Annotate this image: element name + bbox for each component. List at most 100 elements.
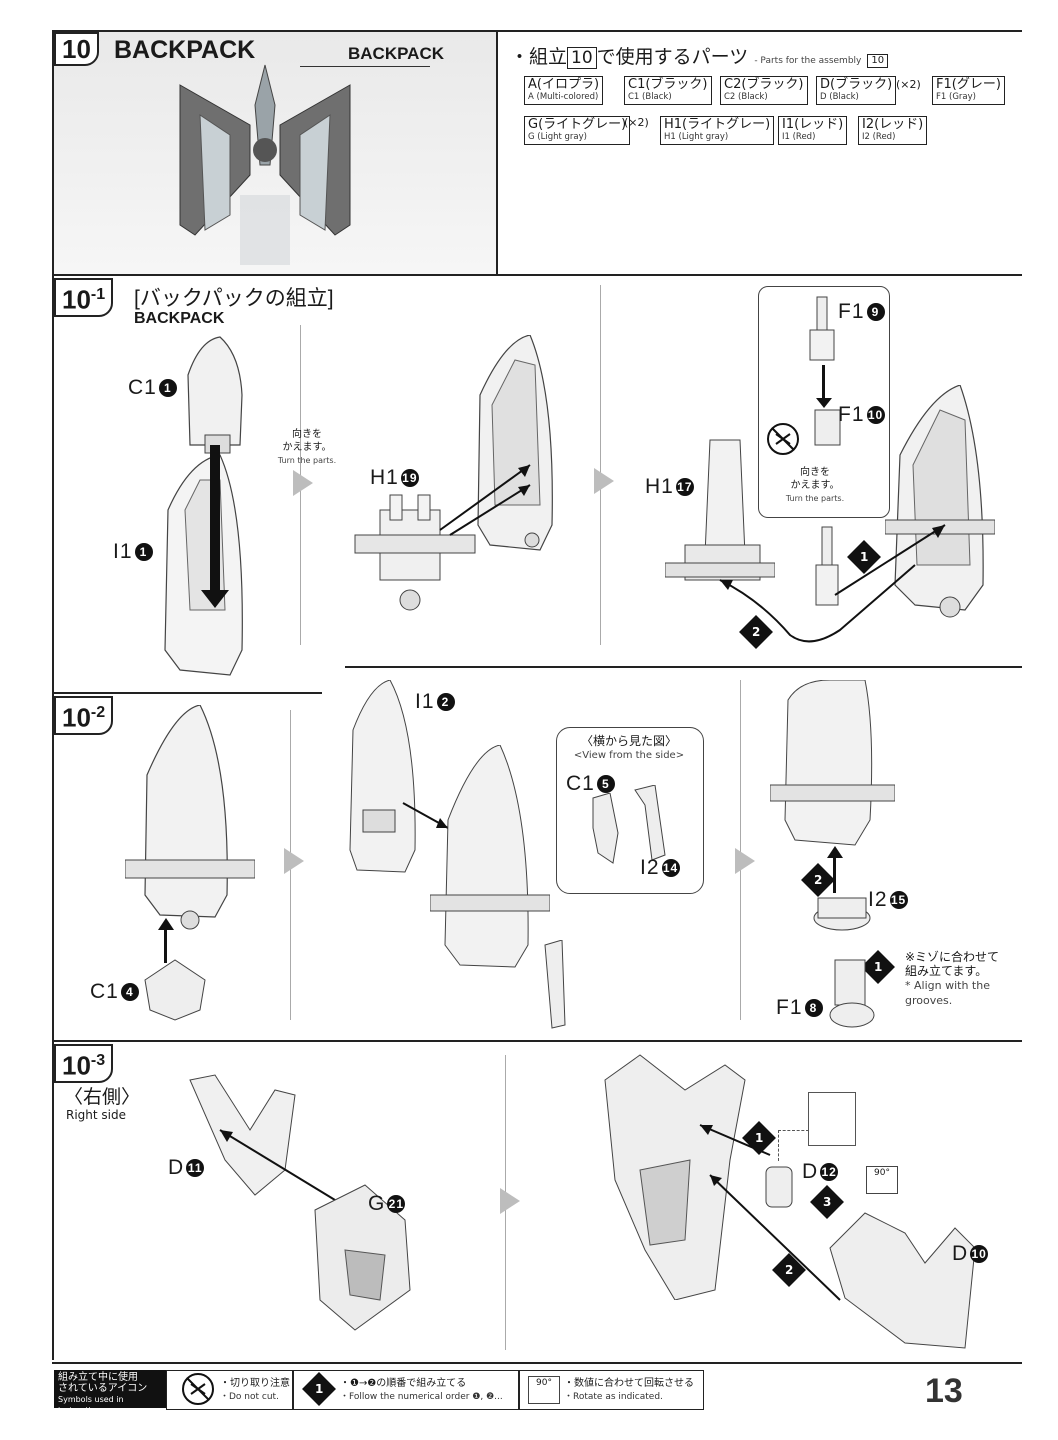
part-h1-17-shape [665,439,775,581]
part-box: D(ブラック)D (Black) [816,76,897,105]
detail-inset [808,1092,856,1146]
part-box-en: C1 (Black) [628,92,672,102]
part-box-jp: H1(ライトグレー) [664,117,771,132]
step-10-1-subtitle: BACKPACK [134,310,225,327]
part-i2-plate [544,940,566,1029]
page-number: 13 [925,1372,963,1410]
side-label-en: Right side [66,1108,126,1122]
next-arrow [594,468,614,494]
section-divider-3 [52,1040,1022,1042]
frame-left-line [52,30,54,1360]
figure-label: BACKPACK [348,44,445,63]
section-divider-2b [345,666,1022,668]
part-box: H1(ライトグレー)H1 (Light gray) [660,116,775,145]
order-marker-2: 2 [739,615,773,649]
part-box-en: H1 (Light gray) [664,132,729,142]
part-backpack-body-2 [430,745,550,968]
part-multiplier: (×2) [624,116,649,129]
part-f1-10-shape [814,409,841,446]
part-box-jp: C2(ブラック) [724,77,804,92]
part-assembled-side [604,1054,746,1300]
part-box-jp: F1(グレー) [936,77,1001,92]
part-box: G(ライトグレー)G (Light gray) [524,116,631,145]
next-arrow [293,470,313,496]
part-box-en: D (Black) [820,92,859,102]
part-i1-shell [477,335,553,551]
order-marker-1: 1 [847,540,881,574]
legend-title: 組み立て中に使用 されているアイコン Symbols used in instr… [54,1370,166,1415]
legend-item-do-not-cut [166,1370,294,1410]
insert-arrow [210,445,220,595]
part-box: F1(グレー)F1 (Gray) [932,76,1005,105]
part-f1-9-shape [809,296,835,361]
figure-label-leader [300,66,430,67]
part-box: C1(ブラック)C1 (Black) [624,76,712,105]
part-h1-19-shape [354,494,476,611]
part-g-21-shape [314,1184,411,1331]
part-box-en: G (Light gray) [528,132,587,142]
order-marker-1: 1 [742,1121,776,1155]
part-box: A(イロプラ)A (Multi-colored) [524,76,604,105]
up-arrow [833,855,836,893]
part-f1-assembled [815,526,839,606]
part-box-jp: I2(レッド) [862,117,924,132]
part-d-11-shape [189,1074,296,1196]
part-d-12-shape [765,1166,793,1208]
part-box-en: F1 (Gray) [936,92,976,102]
up-arrow [164,928,167,963]
side-label: 〈右側〉 [64,1087,141,1108]
assembly-arrows [219,1129,336,1201]
down-arrow-head [816,398,832,408]
legend-item-order [292,1370,520,1410]
step-10-1-number: 10-1 [54,278,114,317]
next-arrow [500,1188,520,1214]
do-not-cut-icon [767,423,799,455]
section-divider-1 [52,274,1022,276]
next-arrow [735,848,755,874]
legend-text-do-not-cut: ・切り取り注意・Do not cut. [220,1378,290,1402]
part-box: I1(レッド)I1 (Red) [778,116,848,145]
footer-divider [52,1362,1022,1364]
part-box-jp: C1(ブラック) [628,77,708,92]
step-10-number: 10 [54,32,99,66]
insert-arrow-head [201,590,229,608]
order-icon: 1 [302,1372,336,1406]
assembly-arrow [402,802,449,829]
groove-note: ※ミゾに合わせて 組み立てます。* Align with the grooves… [905,950,1000,1007]
part-box-en: C2 (Black) [724,92,768,102]
part-c1-5-shape [592,793,619,864]
side-view-title: 〈横から見た図〉<View from the side> [573,734,685,762]
rotate-90-icon: 90° [866,1166,898,1194]
part-i2-14-shape [634,785,666,861]
part-box-jp: D(ブラック) [820,77,893,92]
next-arrow [284,848,304,874]
part-i2-15-shape [813,897,871,931]
turn-note-2: 向きを かえます。Turn the parts. [785,467,845,503]
legend-item-rotate [518,1370,704,1410]
order-path [719,524,946,643]
part-box-en: A (Multi-colored) [528,92,599,102]
part-box-en: I2 (Red) [862,132,896,142]
part-c1-4-shape [144,959,206,1021]
legend-text-rotate: ・数値に合わせて回転させる・Rotate as indicated. [564,1378,694,1402]
up-arrow-head [158,918,174,930]
part-d-10-shape [829,1212,976,1349]
part-box: C2(ブラック)C2 (Black) [720,76,808,105]
part-box: I2(レッド)I2 (Red) [858,116,928,145]
part-i1-1-shape [164,454,243,676]
part-i1-2-shape [349,680,416,873]
step-10-3-number: 10-3 [54,1044,114,1083]
part-shell-c [885,385,995,618]
part-box-jp: G(ライトグレー) [528,117,627,132]
